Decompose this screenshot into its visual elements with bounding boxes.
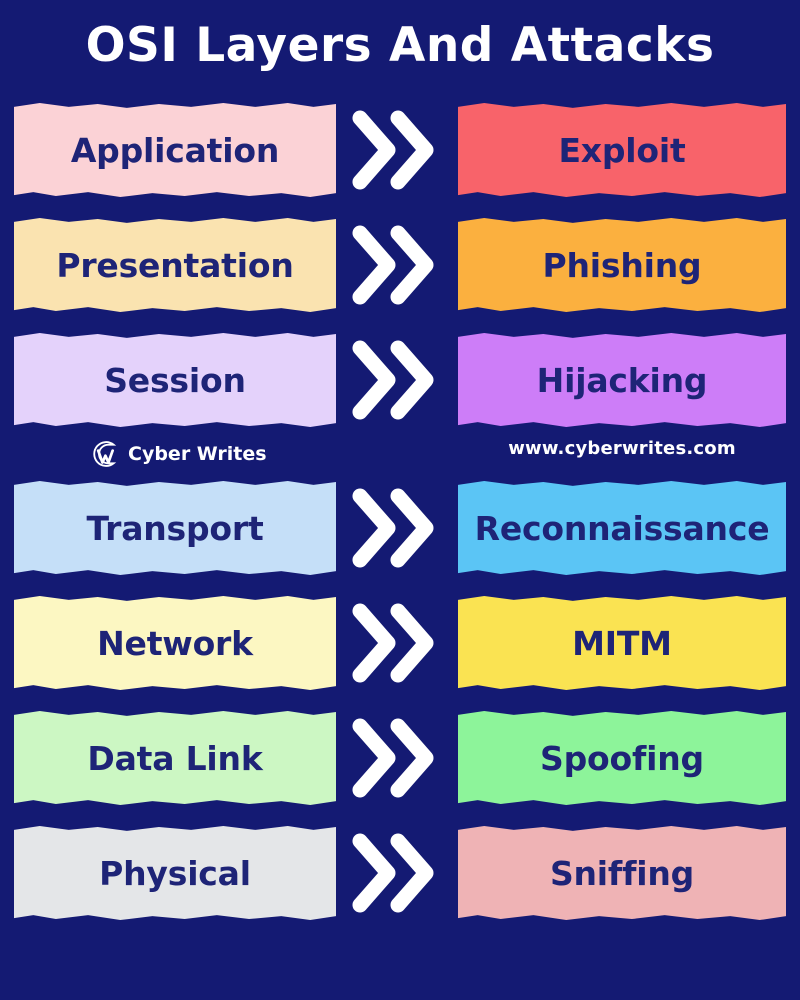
banner-shape (14, 217, 336, 313)
attack-label: Sniffing (549, 853, 695, 893)
osi-layer-banner[interactable]: Application (14, 101, 336, 199)
site-url: www.cyberwrites.com (508, 438, 736, 459)
banner-shape (14, 102, 336, 198)
attack-label: MITM (572, 623, 672, 663)
cyber-writes-logo-icon (88, 437, 122, 471)
osi-layer-label: Transport (86, 508, 264, 548)
double-chevron-right-icon (352, 224, 444, 306)
osi-layer-label: Presentation (56, 245, 294, 285)
banner-shape (14, 332, 336, 428)
attack-banner[interactable]: MITM (458, 594, 786, 692)
double-chevron-right-icon (352, 717, 444, 799)
banner-shape (458, 710, 786, 806)
osi-row: Session Hijacking (0, 331, 800, 429)
osi-layer-label: Application (70, 130, 280, 170)
banner-shape (14, 480, 336, 576)
double-chevron-right-icon (352, 339, 444, 421)
attack-label: Spoofing (540, 738, 704, 778)
osi-layer-label: Physical (99, 853, 251, 893)
osi-layer-banner[interactable]: Physical (14, 824, 336, 922)
page-title: OSI Layers And Attacks (85, 18, 715, 73)
brand-logo: Cyber Writes (88, 434, 267, 474)
banner-shape (458, 825, 786, 921)
osi-layer-banner[interactable]: Presentation (14, 216, 336, 314)
osi-row: Presentation Phishing (0, 216, 800, 314)
banner-shape (458, 480, 786, 576)
double-chevron-right-icon (352, 832, 444, 914)
banner-shape (458, 217, 786, 313)
osi-layer-banner[interactable]: Data Link (14, 709, 336, 807)
attack-label: Exploit (558, 130, 686, 170)
osi-row: Network MITM (0, 594, 800, 692)
attack-label: Reconnaissance (474, 508, 770, 548)
attack-banner[interactable]: Spoofing (458, 709, 786, 807)
osi-row: Data Link Spoofing (0, 709, 800, 807)
osi-layer-label: Network (97, 623, 253, 663)
attack-banner[interactable]: Hijacking (458, 331, 786, 429)
osi-layer-label: Session (104, 360, 246, 400)
banner-shape (14, 595, 336, 691)
attack-banner[interactable]: Sniffing (458, 824, 786, 922)
attack-banner[interactable]: Exploit (458, 101, 786, 199)
banner-shape (14, 710, 336, 806)
attack-label: Hijacking (536, 360, 708, 400)
osi-layer-label: Data Link (87, 738, 263, 778)
osi-row: Transport Reconnaissance (0, 479, 800, 577)
attack-banner[interactable]: Phishing (458, 216, 786, 314)
brand-name: Cyber Writes (128, 443, 267, 465)
banner-shape (14, 825, 336, 921)
banner-shape (458, 332, 786, 428)
osi-layer-banner[interactable]: Transport (14, 479, 336, 577)
osi-row: Physical Sniffing (0, 824, 800, 922)
double-chevron-right-icon (352, 487, 444, 569)
attack-banner[interactable]: Reconnaissance (458, 479, 786, 577)
banner-shape (458, 595, 786, 691)
osi-layer-banner[interactable]: Session (14, 331, 336, 429)
osi-layer-banner[interactable]: Network (14, 594, 336, 692)
banner-shape (458, 102, 786, 198)
attack-label: Phishing (542, 245, 702, 285)
double-chevron-right-icon (352, 602, 444, 684)
double-chevron-right-icon (352, 109, 444, 191)
osi-row: Application Exploit (0, 101, 800, 199)
